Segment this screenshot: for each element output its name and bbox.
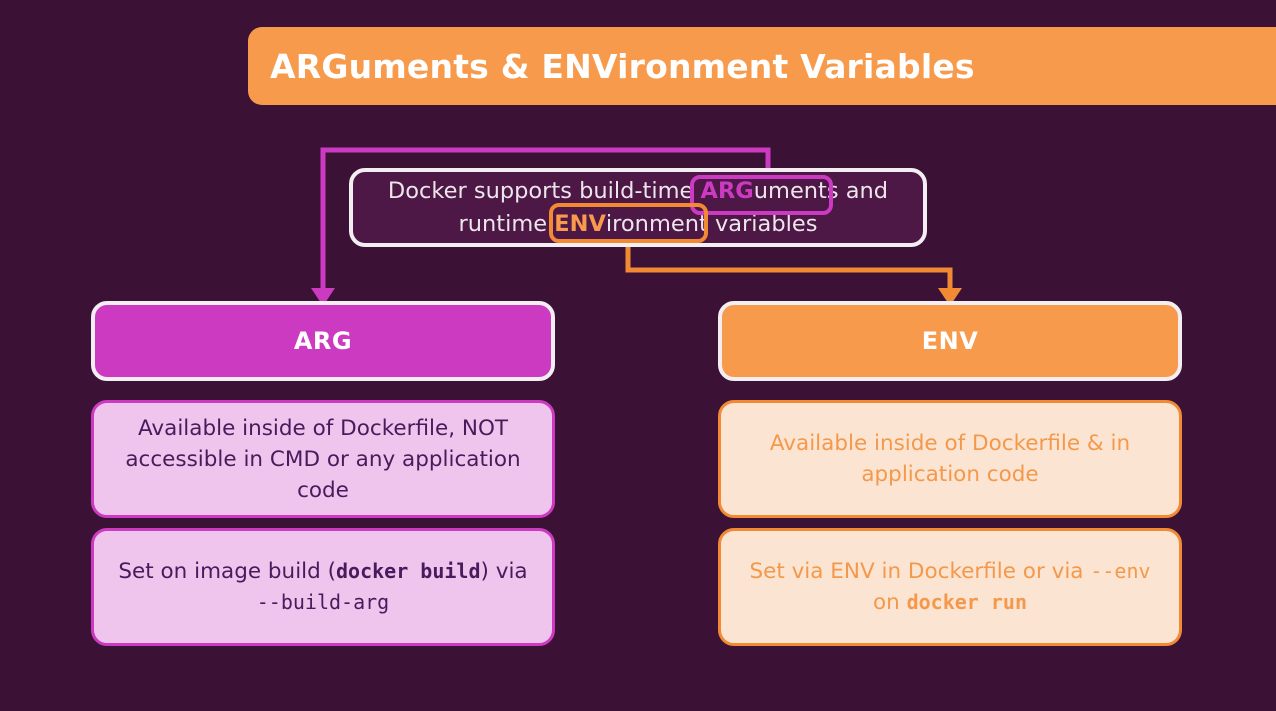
env-keyword: ENV — [554, 210, 606, 237]
arg-keyword: ARG — [700, 177, 754, 204]
arg-highlight-marker — [690, 175, 833, 215]
page-title: ARGuments & ENVironment Variables — [270, 46, 975, 86]
column-header-env-label: ENV — [921, 327, 979, 355]
description-line2-rest: ironment — [605, 210, 708, 237]
env-detail-2-middle: on — [872, 590, 907, 615]
env-connector-path — [625, 243, 953, 290]
env-highlight-marker — [549, 203, 708, 243]
arg-detail-2-code-1: docker build — [336, 559, 481, 583]
arg-detail-2-code-2: --build-arg — [256, 590, 390, 614]
arg-detail-text-2: Set on image build (docker build) via --… — [112, 556, 534, 618]
env-detail-2-prefix: Set via ENV in Dockerfile or via — [749, 559, 1091, 584]
column-header-env: ENV — [718, 301, 1182, 381]
env-detail-box-1: Available inside of Dockerfile & in appl… — [718, 400, 1182, 518]
env-detail-text-1: Available inside of Dockerfile & in appl… — [769, 431, 1131, 487]
env-detail-text-2: Set via ENV in Dockerfile or via --env o… — [739, 556, 1161, 618]
arg-detail-text-1: Available inside of Dockerfile, NOT acce… — [125, 415, 521, 503]
arg-detail-2-middle: ) via — [480, 559, 528, 584]
arg-detail-2-prefix: Set on image build ( — [118, 559, 337, 584]
arg-detail-box-1: Available inside of Dockerfile, NOT acce… — [91, 400, 555, 518]
env-detail-2-code-1: --env — [1090, 559, 1151, 583]
description-line1-suffix: and — [838, 177, 889, 204]
description-line2-prefix: runtime — [458, 210, 555, 237]
column-header-arg: ARG — [91, 301, 555, 381]
env-detail-box-2: Set via ENV in Dockerfile or via --env o… — [718, 528, 1182, 646]
env-detail-2-code-2: docker run — [906, 590, 1028, 614]
slide-title-bar: ARGuments & ENVironment Variables — [248, 27, 1276, 105]
column-header-arg-label: ARG — [293, 327, 353, 355]
description-line1-prefix: Docker supports build-time — [387, 177, 701, 204]
arg-detail-box-2: Set on image build (docker build) via --… — [91, 528, 555, 646]
